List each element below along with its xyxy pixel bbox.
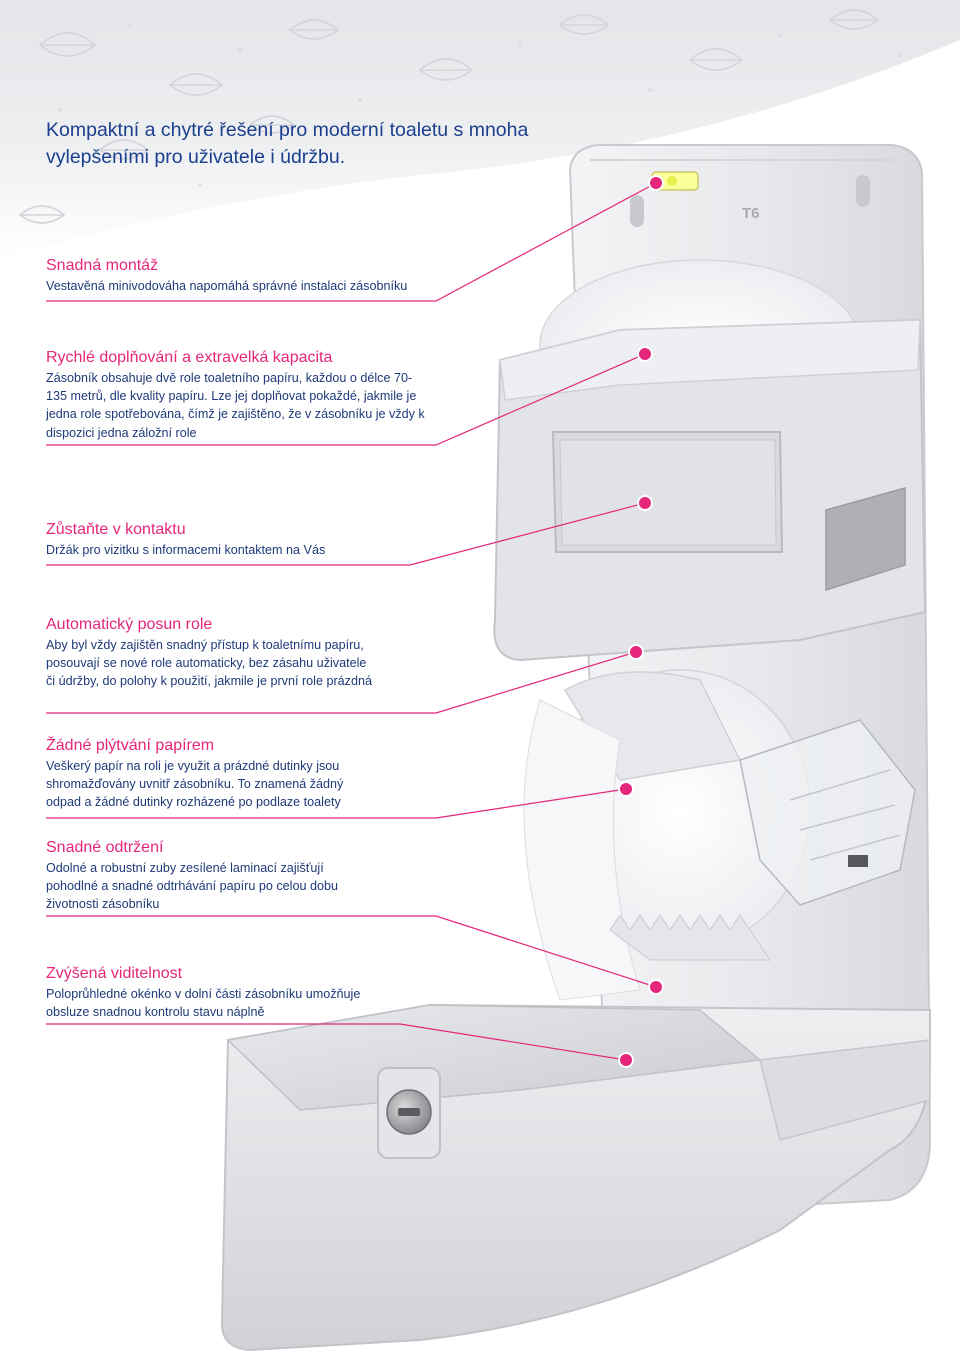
callout-dot-visibility: [618, 1052, 634, 1068]
feature-text: Odolné a robustní zuby zesílené laminací…: [46, 861, 338, 912]
feature-text: Zásobník obsahuje dvě role toaletního pa…: [46, 371, 425, 440]
feature-capacity: Rychlé doplňování a extravelká kapacita …: [46, 348, 426, 442]
callout-dot-no-waste: [618, 781, 634, 797]
tear-mechanism: [739, 719, 916, 906]
feature-auto-advance: Automatický posun role Aby byl vždy zaji…: [46, 615, 376, 691]
callout-line-no-waste: [46, 788, 627, 819]
callout-dot-tear: [648, 979, 664, 995]
serrated-tear-edge: [609, 914, 771, 961]
product-model-label: T6: [742, 205, 760, 222]
feature-easy-tear: Snadné odtržení Odolné a robustní zuby z…: [46, 838, 356, 914]
page-headline: Kompaktní a chytré řešení pro moderní to…: [46, 119, 529, 168]
tissue-texture-background: [0, 0, 960, 260]
feature-text: Vestavěná minivodováha napomáhá správné …: [46, 279, 408, 293]
keyhole-slot-right: [856, 175, 870, 207]
keyhole-slot-left: [630, 195, 644, 227]
feature-text: Aby byl vždy zajištěn snadný přístup k t…: [46, 638, 372, 689]
feature-no-waste: Žádné plýtvání papírem Veškerý papír na …: [46, 736, 376, 812]
feature-visibility: Zvýšená viditelnost Poloprůhledné okénko…: [46, 964, 396, 1021]
callout-line-tear: [46, 915, 657, 988]
feature-title: Snadná montáž: [46, 257, 159, 274]
callout-dot-installation: [648, 175, 664, 191]
feature-title: Zvýšená viditelnost: [46, 965, 183, 982]
callout-dot-auto-advance: [628, 644, 644, 660]
feature-installation: Snadná montáž Vestavěná minivodováha nap…: [46, 256, 466, 295]
callout-line-capacity: [46, 353, 646, 446]
side-window: [825, 487, 906, 592]
feature-title: Rychlé doplňování a extravelká kapacita: [46, 349, 333, 366]
callout-line-auto-advance: [46, 651, 637, 714]
feature-title: Žádné plýtvání papírem: [46, 737, 215, 754]
feature-card-holder: Zůstaňte v kontaktu Držák pro vizitku s …: [46, 520, 466, 559]
callout-dot-capacity: [637, 346, 653, 362]
feature-title: Automatický posun role: [46, 616, 213, 633]
callout-line-installation: [46, 182, 657, 302]
feature-text: Poloprůhledné okénko v dolní části zásob…: [46, 987, 361, 1020]
paper-sheet: [523, 699, 641, 1001]
feature-text: Veškerý papír na roli je využit a prázdn…: [46, 759, 344, 810]
feature-text: Držák pro vizitku s informacemi kontakte…: [46, 543, 326, 557]
callout-line-visibility: [46, 1023, 627, 1061]
feature-title: Snadné odtržení: [46, 839, 164, 856]
callout-line-card-holder: [46, 502, 646, 566]
callout-dot-card-holder: [637, 495, 653, 511]
feature-title: Zůstaňte v kontaktu: [46, 521, 186, 538]
